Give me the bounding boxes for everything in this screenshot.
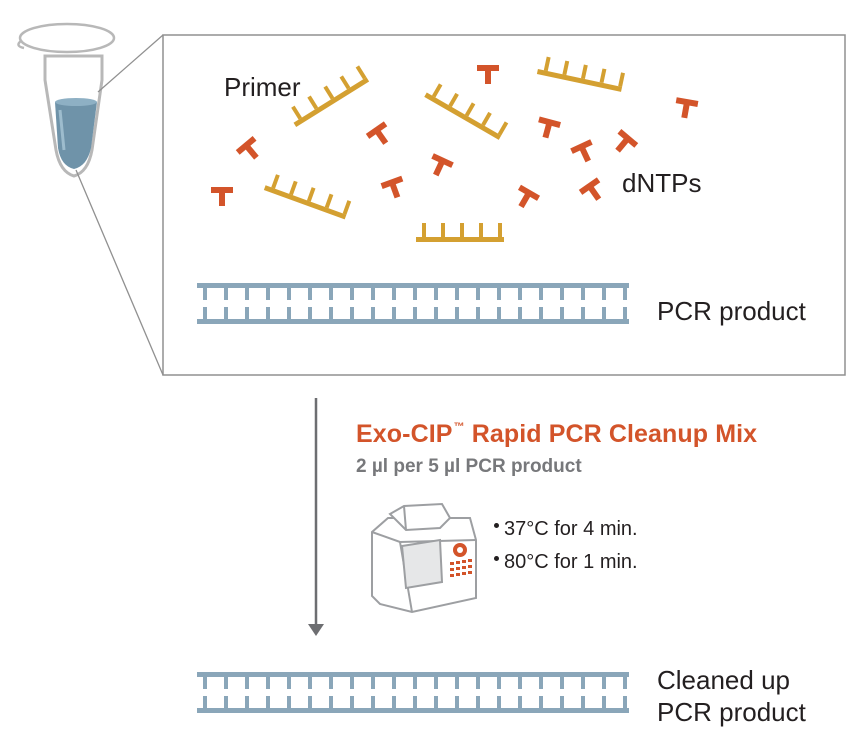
- dntp-icon: [570, 139, 593, 163]
- dntp-icon: [235, 136, 259, 160]
- dntp-icon: [538, 116, 561, 139]
- reagent-name-rest: Rapid PCR Cleanup Mix: [464, 420, 758, 448]
- dntps-label: dNTPs: [622, 168, 702, 198]
- primers-group: [263, 56, 625, 242]
- bullet-icon: [494, 523, 499, 528]
- dntp-icon: [615, 129, 639, 153]
- cleaned-product-line1: Cleaned up: [657, 665, 790, 695]
- primer-icon: [424, 83, 509, 140]
- cleaned-product-label: Cleaned up PCR product: [657, 664, 806, 728]
- cleaned-pcr-product-dna-icon: [197, 672, 629, 713]
- pcr-product-label: PCR product: [657, 296, 806, 326]
- cleaned-product-line2: PCR product: [657, 697, 806, 727]
- primer-icon: [291, 65, 370, 128]
- step-item: 80°C for 1 min.: [494, 551, 638, 574]
- dntp-icon: [211, 187, 233, 206]
- step-item: 37°C for 4 min.: [494, 518, 638, 541]
- dntp-icon: [365, 121, 389, 145]
- dntp-icon: [431, 153, 454, 177]
- reagent-title: Exo-CIP™ Rapid PCR Cleanup Mix: [356, 420, 757, 449]
- dntp-icon: [477, 65, 499, 84]
- zoom-line-top: [97, 34, 164, 93]
- step-text: 37°C for 4 min.: [504, 518, 638, 540]
- process-arrow: [308, 398, 324, 636]
- dntp-icon: [380, 175, 404, 199]
- zoom-line-bottom: [75, 169, 164, 376]
- reagent-name: Exo-CIP: [356, 420, 453, 448]
- thermal-cycler-icon: [371, 502, 477, 614]
- primer-label: Primer: [224, 72, 301, 102]
- primer-icon: [263, 174, 352, 220]
- dntp-icon: [675, 97, 699, 119]
- step-text: 80°C for 1 min.: [504, 551, 638, 573]
- bullet-icon: [494, 556, 499, 561]
- dntps-group: [211, 65, 699, 209]
- primer-icon: [416, 223, 504, 242]
- reaction-zoom-box: [162, 34, 846, 376]
- reagent-dose: 2 µl per 5 µl PCR product: [356, 456, 582, 477]
- microcentrifuge-tube-icon: [17, 22, 116, 178]
- pcr-product-dna-icon: [197, 283, 629, 324]
- dntp-icon: [578, 177, 602, 201]
- trademark-mark: ™: [453, 421, 465, 433]
- primer-icon: [536, 56, 625, 92]
- dntp-icon: [517, 184, 541, 209]
